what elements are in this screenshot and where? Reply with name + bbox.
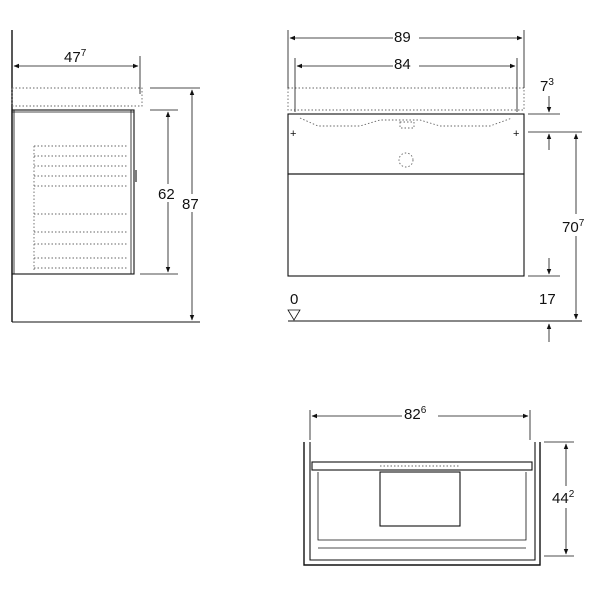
top-thickness-label: 73 bbox=[540, 77, 554, 95]
outer-width-label-bg bbox=[393, 26, 419, 44]
total-height-label: 87 bbox=[182, 196, 199, 213]
top-view: 826 442 bbox=[303, 404, 584, 566]
outer-width-label: 89 bbox=[394, 29, 411, 46]
front-countertop-outline bbox=[287, 87, 525, 111]
drawer-width-label: 826 bbox=[404, 405, 427, 423]
floor-level-marker bbox=[287, 309, 301, 321]
total-height-label-bg bbox=[181, 194, 203, 212]
drawer-width-label-bg bbox=[402, 404, 438, 424]
side-view: 477 62 87 bbox=[11, 30, 203, 323]
cabinet-side-body bbox=[11, 109, 135, 275]
cabinet-top-panel bbox=[287, 113, 525, 175]
front-view: 0 + + 89 84 73 bbox=[287, 26, 594, 342]
inner-width-label: 84 bbox=[394, 56, 411, 73]
drawer-box bbox=[317, 472, 527, 541]
basin-outline bbox=[299, 117, 513, 127]
top-view-wall bbox=[303, 442, 541, 566]
floor-gap-label: 17 bbox=[539, 291, 556, 308]
body-height-label-bg-front bbox=[560, 214, 594, 236]
body-height-label-bg bbox=[157, 184, 179, 202]
drawer-internal-lines bbox=[33, 145, 128, 270]
top-view-wall-inner bbox=[309, 442, 536, 561]
body-height-label: 62 bbox=[158, 186, 175, 203]
floor-level-label: 0 bbox=[290, 291, 298, 308]
body-height-label-front: 707 bbox=[562, 218, 585, 236]
inner-width-label-bg bbox=[393, 54, 419, 72]
siphon-outline bbox=[398, 152, 414, 168]
drain-outline bbox=[399, 121, 415, 129]
drawer-depth-label: 442 bbox=[552, 489, 575, 507]
drawer-depth-label-bg bbox=[550, 486, 584, 508]
right-fixing-mark: + bbox=[513, 128, 519, 140]
countertop-outline bbox=[11, 87, 143, 107]
left-fixing-mark: + bbox=[290, 128, 296, 140]
drawer-front bbox=[287, 173, 525, 277]
drawer-back-rail bbox=[311, 461, 533, 471]
width-label: 477 bbox=[64, 48, 87, 66]
siphon-cutout bbox=[379, 471, 461, 527]
